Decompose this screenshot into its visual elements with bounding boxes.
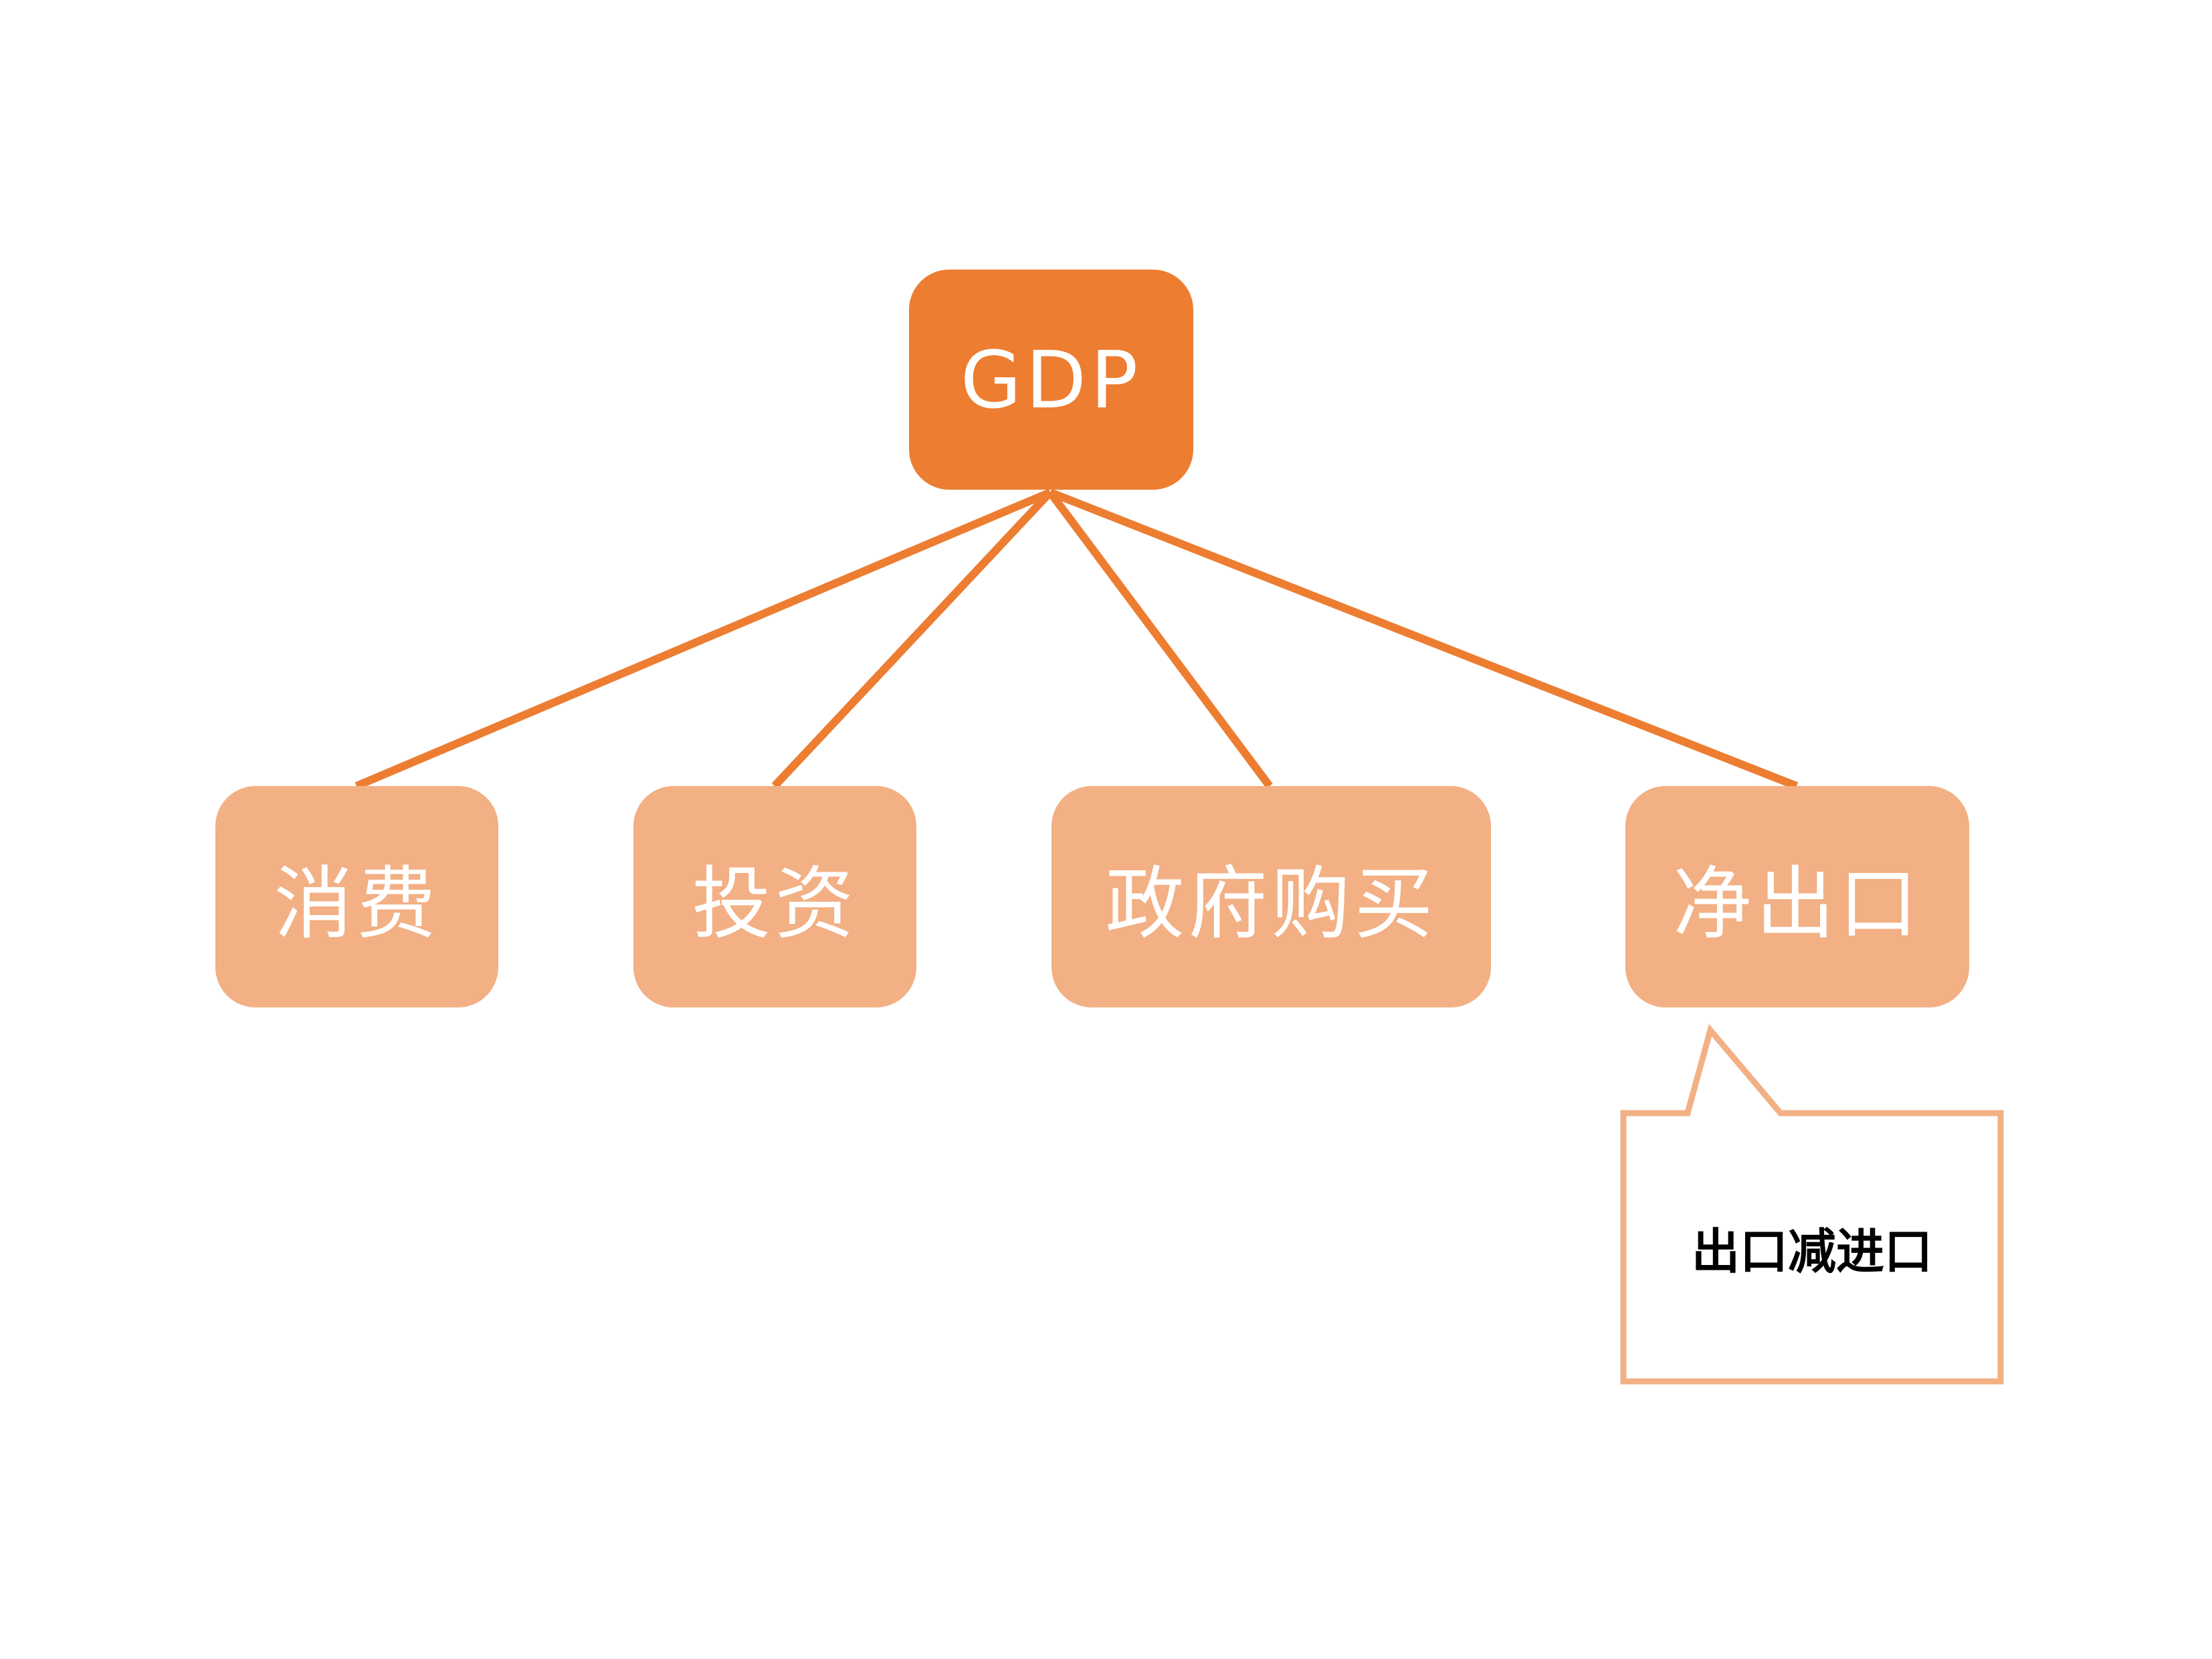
net-exports-node[interactable]: 净出口 [1625,786,1969,1007]
gdp-label: GDP [960,333,1142,426]
callout: 出口减进口 [1623,1113,2001,1381]
connector-government [1047,490,1273,789]
net-exports-label: 净出口 [1672,858,1922,950]
consumption-label: 消费 [274,858,440,950]
gdp-node[interactable]: GDP [909,270,1193,490]
government-purchase-node[interactable]: 政府购买 [1051,786,1491,1007]
callout-text: 出口减进口 [1691,1223,1932,1280]
callout-shape [1620,1023,2004,1385]
investment-label: 投资 [692,858,858,950]
connector-investment [771,489,1053,789]
investment-node[interactable]: 投资 [633,786,916,1007]
connector-consumption [355,488,1052,790]
consumption-node[interactable]: 消费 [215,786,498,1007]
government-purchase-label: 政府购买 [1105,858,1437,950]
connector-net-exports [1048,488,1799,790]
